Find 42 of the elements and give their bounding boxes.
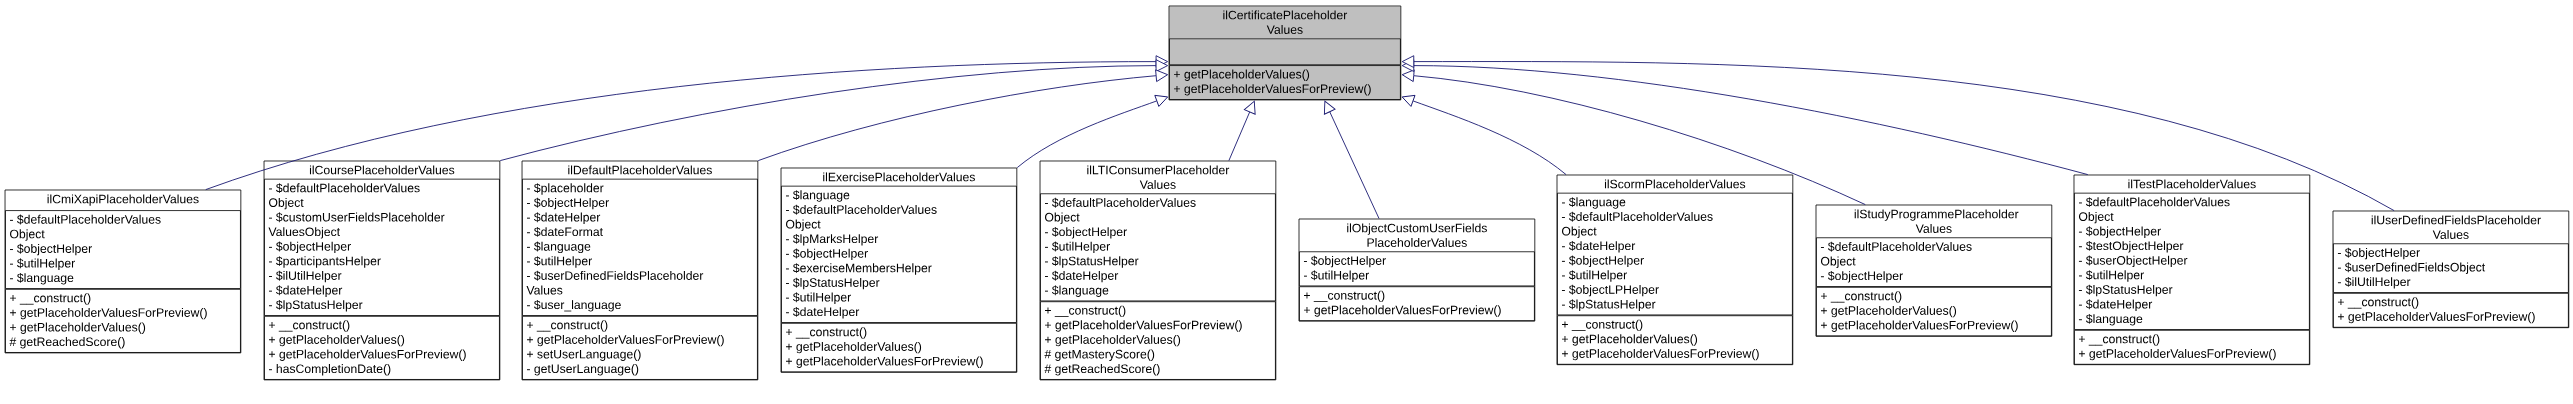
attribute-list: - $language - $defaultPlaceholderValues Object - $lpMarksHelper - $objectHelper - $exerciseMembersHelper - $lpStatusHelper - $utilHelper - $dateHelper [781, 185, 1017, 323]
class-box: ilStudyProgrammePlaceholder Values - $defaultPlaceholderValues Object - $objectHelper + __construct() + getPlaceholderValues() + getPlaceholderValuesForPreview() [1815, 204, 2053, 337]
class-box: ilCoursePlaceholderValues - $defaultPlaceholderValues Object - $customUserFieldsPlaceholder ValuesObject - $objectHelper - $participantsHelper - $ilUtilHelper - $dateHelper - $lpStatusHelper + __construct() + getPlaceholderValues() + getPlaceholderValuesForPreview() - hasCompletionDate() [263, 160, 501, 381]
class-box: ilObjectCustomUserFields PlaceholderValues - $objectHelper - $utilHelper + __construct() + getPlaceholderValuesForPreview() [1298, 218, 1536, 322]
method-list: + __construct() + getPlaceholderValuesForPreview() + setUserLanguage() - getUserLanguage() [522, 315, 758, 380]
attribute-list: - $defaultPlaceholderValues Object - $objectHelper - $testObjectHelper - $userObjectHelper - $utilHelper - $lpStatusHelper - $dateHelper - $language [2074, 192, 2310, 330]
class-box: ilCertificatePlaceholder Values + getPlaceholderValues() + getPlaceholderValuesForPreview() [1168, 5, 1402, 101]
class-box: ilLTIConsumerPlaceholder Values - $defaultPlaceholderValues Object - $objectHelper - $utilHelper - $lpStatusHelper - $dateHelper - $language + __construct() + getPlaceholderValuesForPreview() + getPlaceholderValues() # getMasteryScore() # getReachedScore() [1039, 160, 1277, 381]
attribute-list: - $objectHelper - $utilHelper [1299, 251, 1535, 287]
attribute-list: - $defaultPlaceholderValues Object - $customUserFieldsPlaceholder ValuesObject - $objectHelper - $participantsHelper - $ilUtilHelper - $dateHelper - $lpStatusHelper [264, 178, 500, 316]
method-list: + getPlaceholderValues() + getPlaceholderValuesForPreview() [1169, 65, 1401, 100]
class-box: ilScormPlaceholderValues - $language - $defaultPlaceholderValues Object - $dateHelper - $objectHelper - $utilHelper - $objectLPHelper - $lpStatusHelper + __construct() + getPlaceholderValues() + getPlaceholderValuesForPreview() [1556, 174, 1794, 366]
method-list: + __construct() + getPlaceholderValuesForPreview() [2074, 329, 2310, 365]
attribute-list: - $language - $defaultPlaceholderValues Object - $dateHelper - $objectHelper - $utilHelper - $objectLPHelper - $lpStatusHelper [1557, 192, 1793, 316]
method-list: + __construct() + getPlaceholderValuesForPreview() [1299, 286, 1535, 322]
method-list: + __construct() + getPlaceholderValues() + getPlaceholderValuesForPreview() [781, 322, 1017, 373]
class-box: ilTestPlaceholderValues - $defaultPlaceholderValues Object - $objectHelper - $testObjectHelper - $userObjectHelper - $utilHelper - $lpStatusHelper - $dateHelper - $language + __construct() + getPlaceholderValuesForPreview() [2073, 174, 2311, 366]
inheritance-arrow [1323, 100, 1380, 220]
method-list: + __construct() + getPlaceholderValuesForPreview() + getPlaceholderValues() # getMasteryScore() # getReachedScore() [1040, 301, 1276, 380]
method-list: + __construct() + getPlaceholderValues() + getPlaceholderValuesForPreview() - hasCompletionDate() [264, 315, 500, 380]
attribute-list: - $defaultPlaceholderValues Object - $objectHelper - $utilHelper - $lpStatusHelper - $dateHelper - $language [1040, 193, 1276, 302]
attribute-list: - $objectHelper - $userDefinedFieldsObject - $ilUtilHelper [2333, 243, 2569, 293]
inheritance-arrow [205, 55, 1169, 191]
method-list: + __construct() + getPlaceholderValues() + getPlaceholderValuesForPreview() [1557, 315, 1793, 365]
class-box: ilCmiXapiPlaceholderValues - $defaultPlaceholderValues Object - $objectHelper - $utilHelper - $language + __construct() + getPlaceholderValuesForPreview() + getPlaceholderValues() # getReachedScore() [4, 189, 242, 354]
inheritance-arrow [757, 69, 1169, 162]
method-list: + __construct() + getPlaceholderValues() + getPlaceholderValuesForPreview() [1816, 286, 2052, 337]
attribute-list: - $placeholder - $objectHelper - $dateHelper - $dateFormat - $language - $utilHelper - $userDefinedFieldsPlaceholder Values - $user_language [522, 178, 758, 316]
method-list: + __construct() + getPlaceholderValuesForPreview() [2333, 292, 2569, 328]
inheritance-arrow [1228, 100, 1256, 162]
inheritance-arrow [1401, 55, 2395, 212]
inheritance-arrow [499, 59, 1169, 162]
attribute-list: - $defaultPlaceholderValues Object - $objectHelper - $utilHelper - $language [5, 210, 241, 289]
inheritance-arrow [1016, 94, 1169, 169]
class-box: ilUserDefinedFieldsPlaceholder Values - $objectHelper - $userDefinedFieldsObject - $ilUtilHelper + __construct() + getPlaceholderValuesForPreview() [2332, 210, 2570, 329]
class-box: ilExercisePlaceholderValues - $language - $defaultPlaceholderValues Object - $lpMarksHelper - $objectHelper - $exerciseMembersHelper - $lpStatusHelper - $utilHelper - $dateHelper + __construct() + getPlaceholderValues() + getPlaceholderValuesForPreview() [780, 167, 1018, 373]
class-box: ilDefaultPlaceholderValues - $placeholder - $objectHelper - $dateHelper - $dateFormat - $language - $utilHelper - $userDefinedFieldsPlaceholder Values - $user_language + __construct() + getPlaceholderValuesForPreview() + setUserLanguage() - getUserLanguage() [521, 160, 759, 381]
inheritance-arrow [1401, 94, 1567, 176]
attribute-list: - $defaultPlaceholderValues Object - $objectHelper [1816, 237, 2052, 287]
inheritance-arrow [1401, 69, 1866, 206]
method-list: + __construct() + getPlaceholderValuesForPreview() + getPlaceholderValues() # getReachedScore() [5, 288, 241, 353]
empty-compartment [1169, 38, 1401, 66]
